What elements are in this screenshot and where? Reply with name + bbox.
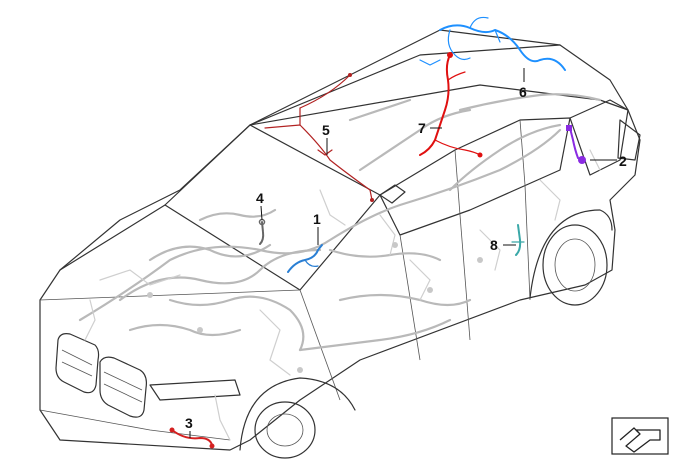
view-direction-arrow-icon <box>611 417 669 455</box>
harness-2 <box>566 125 586 164</box>
harness-3 <box>169 427 215 449</box>
harness-6 <box>419 16 566 71</box>
callout-1: 1 <box>313 211 321 227</box>
harness-8 <box>511 224 525 256</box>
vehicle-body-outline <box>39 29 641 459</box>
callout-8: 8 <box>490 237 498 253</box>
callout-3: 3 <box>185 415 193 431</box>
callout-2: 2 <box>619 153 627 169</box>
callout-leaders <box>189 68 617 438</box>
harness-4 <box>258 218 266 245</box>
callout-7: 7 <box>418 120 426 136</box>
harness-7 <box>419 52 483 158</box>
callout-4: 4 <box>256 190 264 206</box>
harness-1 <box>287 244 323 273</box>
callout-6: 6 <box>519 84 527 100</box>
callout-labels: 1 2 3 4 5 6 7 8 <box>185 84 627 431</box>
callout-5: 5 <box>322 122 330 138</box>
background-wiring <box>78 93 602 441</box>
harness-5 <box>264 73 374 202</box>
